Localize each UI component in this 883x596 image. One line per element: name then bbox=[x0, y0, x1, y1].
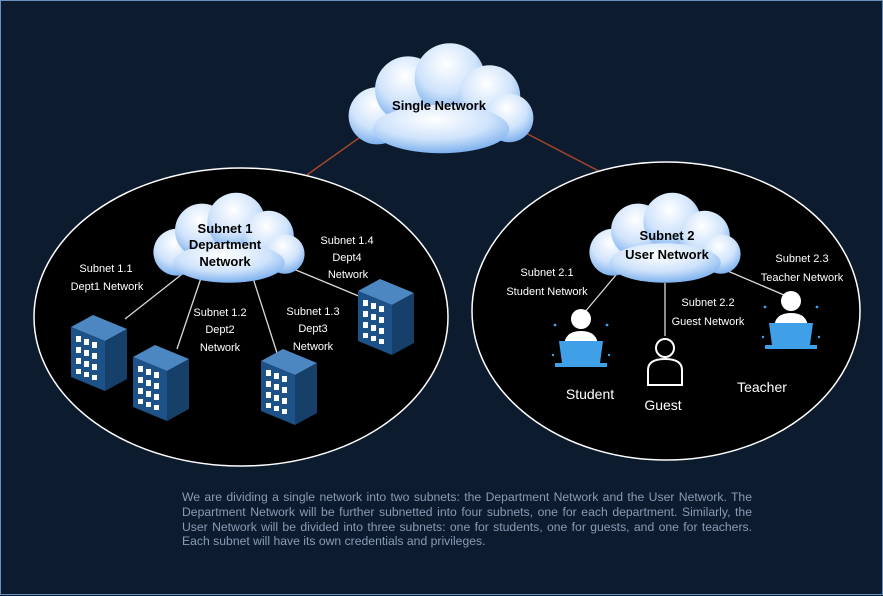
guest-label: Guest bbox=[644, 397, 681, 413]
subnet1-4-label-line3: Network bbox=[328, 269, 369, 281]
description-text: We are dividing a single network into tw… bbox=[182, 490, 752, 549]
subnet1-1-label-line1: Subnet 1.1 bbox=[79, 263, 132, 275]
subnet2-3-label-line1: Subnet 2.3 bbox=[775, 253, 828, 265]
link-subnet1-2 bbox=[176, 277, 202, 350]
teacher-label: Teacher bbox=[737, 379, 787, 395]
link-subnet1-1 bbox=[124, 270, 187, 320]
subnet1-3-label-line1: Subnet 1.3 bbox=[286, 306, 339, 318]
building-icon-dept2 bbox=[133, 345, 189, 421]
subnet1-3-label-line3: Network bbox=[293, 341, 334, 353]
link-subnet1-3 bbox=[252, 277, 278, 354]
guest-user-icon bbox=[647, 338, 683, 386]
subnet1-label-line2: Department bbox=[189, 237, 262, 252]
subnet2-label-line2: User Network bbox=[625, 247, 710, 262]
subnet1-2-label-line3: Network bbox=[200, 342, 241, 354]
subnet2-2-label-line2: Guest Network bbox=[672, 316, 745, 328]
subnet1-label-line1: Subnet 1 bbox=[198, 221, 253, 236]
subnet2-label-line1: Subnet 2 bbox=[640, 228, 695, 243]
subnet1-4-label-line2: Dept4 bbox=[332, 252, 361, 264]
root-label: Single Network bbox=[392, 98, 487, 113]
link-subnet2-3 bbox=[722, 268, 792, 299]
subnet2-region bbox=[471, 161, 861, 461]
subnet1-1-label-line2: Dept1 Network bbox=[71, 281, 144, 293]
subnet1-4-label-line1: Subnet 1.4 bbox=[320, 235, 373, 247]
subnet2-2-label-line1: Subnet 2.2 bbox=[681, 297, 734, 309]
subnet2-3-label-line2: Teacher Network bbox=[761, 272, 844, 284]
subnet1-3-label-line2: Dept3 bbox=[298, 323, 327, 335]
subnet1-2-label-line1: Subnet 1.2 bbox=[193, 307, 246, 319]
subnet1-2-label-line2: Dept2 bbox=[205, 324, 234, 336]
building-icon-dept1 bbox=[71, 315, 127, 391]
student-label: Student bbox=[566, 386, 614, 402]
building-icon-dept4 bbox=[358, 279, 414, 355]
subnet2-1-label-line1: Subnet 2.1 bbox=[520, 267, 573, 279]
building-icon-dept3 bbox=[261, 349, 317, 425]
subnet1-label-line3: Network bbox=[199, 254, 251, 269]
subnet2-1-label-line2: Student Network bbox=[506, 286, 588, 298]
